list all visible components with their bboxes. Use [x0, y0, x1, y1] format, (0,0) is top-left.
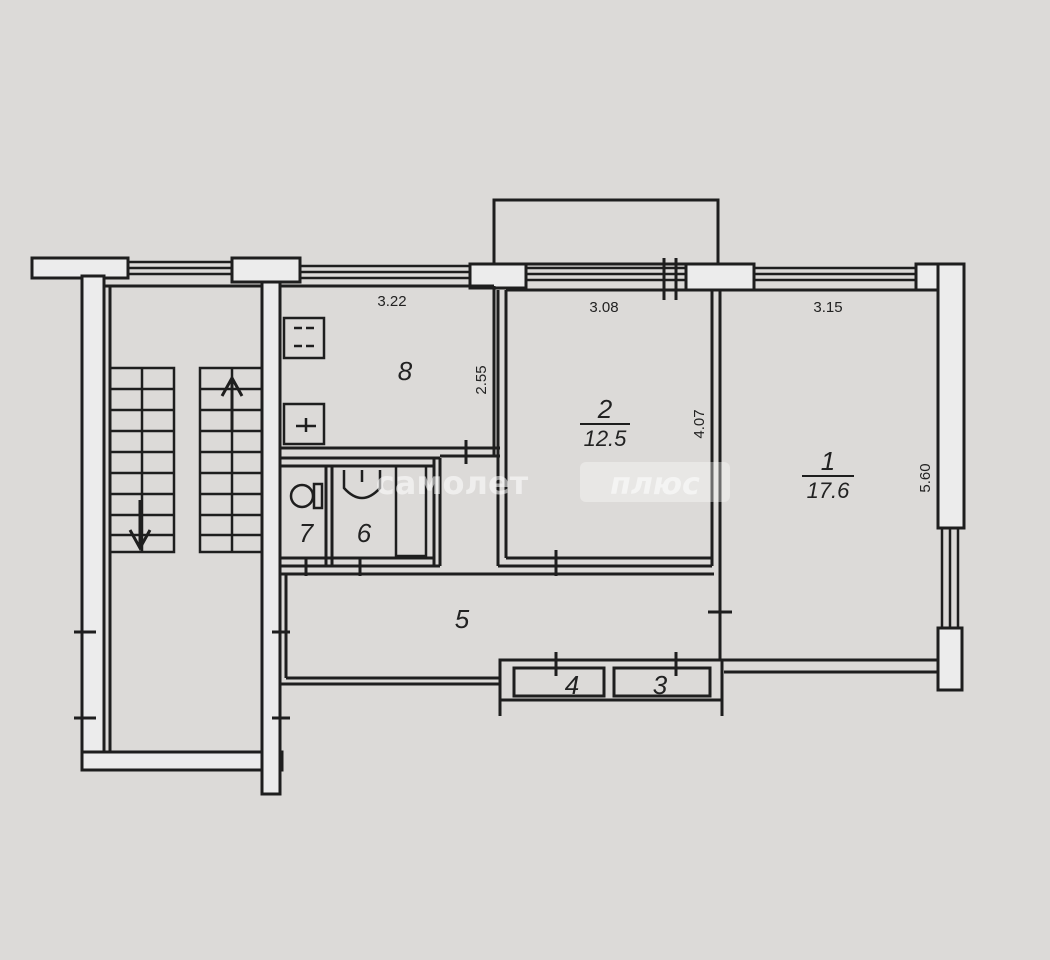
watermark-text: самолет — [376, 464, 529, 502]
room-4-number: 4 — [565, 670, 579, 700]
wall-segment — [936, 626, 964, 692]
wall-segment — [230, 256, 302, 284]
balcony-door — [662, 258, 678, 300]
room-1-area: 17.6 — [807, 478, 851, 503]
stove-icon — [282, 316, 326, 360]
dimension-room1-width: 3.15 — [813, 299, 842, 316]
door-ticks — [74, 440, 732, 720]
wall-segment — [260, 274, 282, 796]
dimension-room2-width: 3.08 — [589, 299, 618, 316]
room-3-number: 3 — [653, 670, 668, 700]
room-2-area: 12.5 — [584, 426, 628, 451]
room-7-number: 7 — [299, 518, 315, 548]
wall-segment — [80, 274, 106, 772]
room-8-number: 8 — [398, 356, 413, 386]
wall-segment — [468, 262, 528, 290]
interior-walls — [104, 284, 938, 752]
wall-segment — [80, 750, 284, 772]
wall-segment — [684, 262, 756, 292]
watermark: самолет плюс — [376, 462, 730, 502]
dimension-room2-depth: 4.07 — [691, 409, 708, 438]
bathtub-icon — [394, 464, 428, 558]
toilet-icon — [289, 482, 324, 510]
room-6-number: 6 — [357, 518, 372, 548]
watermark-badge-text: плюс — [610, 467, 700, 502]
dimension-room8-width: 3.22 — [377, 293, 406, 310]
wall-segment — [30, 256, 130, 280]
room-5-number: 5 — [455, 604, 470, 634]
dimension-room1-depth: 5.60 — [917, 463, 934, 492]
kitchen-sink-icon — [282, 402, 326, 446]
stair-flight-left — [108, 366, 176, 554]
watermark-badge — [580, 462, 730, 502]
room-2-number: 2 — [597, 394, 613, 424]
sink-icon — [342, 470, 382, 500]
stairs-down-arrow-icon — [128, 500, 152, 552]
balcony — [492, 198, 720, 266]
windows — [128, 260, 962, 630]
room-1-number: 1 — [821, 446, 835, 476]
dimension-room8-depth: 2.55 — [473, 365, 490, 394]
wall-segment — [936, 262, 966, 530]
stairs-up-arrow-icon — [220, 374, 244, 430]
